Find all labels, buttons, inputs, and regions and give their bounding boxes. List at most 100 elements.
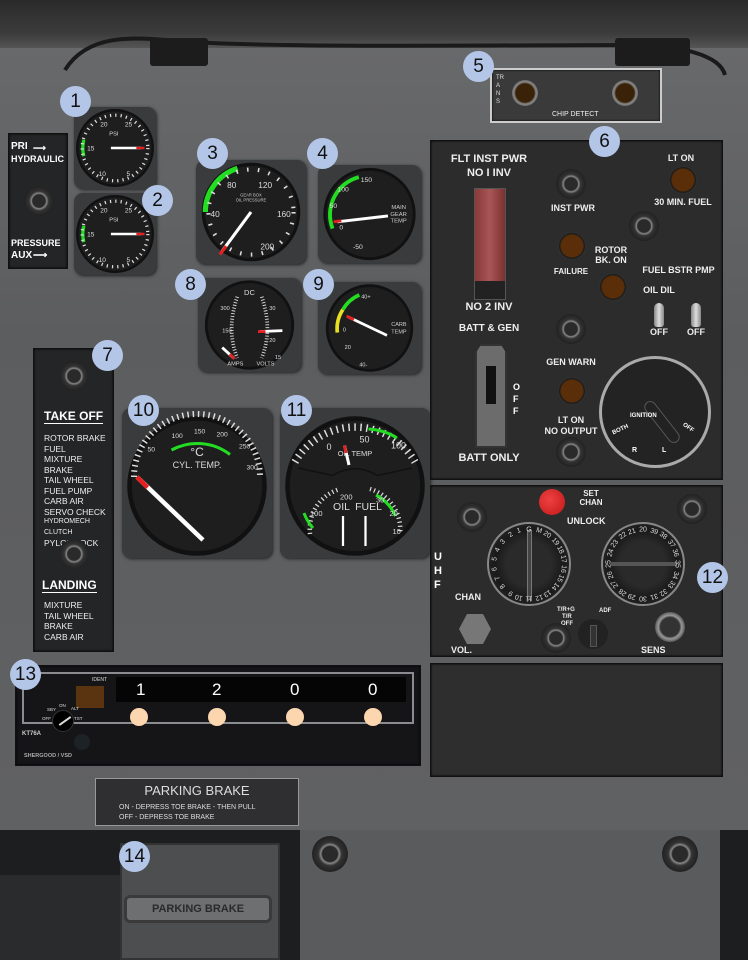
pressure-label: PRESSURE: [11, 238, 61, 248]
set-chan-label: SET CHAN: [579, 489, 603, 507]
takeoff-item: CARB AIR: [44, 496, 84, 506]
screw-icon: [556, 169, 586, 199]
lower-console: PARKING BRAKE: [0, 830, 748, 960]
screw-icon: [629, 211, 659, 241]
svg-text:0: 0: [327, 442, 332, 452]
adf-label: ADF: [599, 608, 612, 614]
dial-number: 5: [491, 556, 500, 562]
dial-number: 1: [516, 527, 523, 536]
chan-label: CHAN: [455, 592, 481, 602]
dial-number: 7: [494, 574, 503, 582]
fuel-boost-pump-toggle[interactable]: [654, 303, 664, 327]
screw-icon: [59, 361, 89, 391]
sens-knob[interactable]: [655, 612, 685, 642]
code-digit-4: 0: [368, 680, 378, 699]
marker-6: 6: [589, 126, 620, 157]
sens-label: SENS: [641, 645, 666, 655]
hydraulic-label: HYDRAULIC: [11, 154, 64, 164]
mode-selector-knob[interactable]: [52, 710, 74, 732]
marker-13: 13: [10, 659, 41, 690]
code-knob-2[interactable]: [208, 708, 226, 726]
mode-alt-label: ALT: [71, 706, 79, 711]
svg-text:160: 160: [277, 209, 291, 219]
chip-detect-label: CHIP DETECT: [552, 111, 599, 118]
code-knob-4[interactable]: [364, 708, 382, 726]
marker-2: 2: [142, 185, 173, 216]
transponder-kt76a: IDENT OFF SBY ON ALT TST 1 2 0 0 KT76A S…: [15, 665, 421, 766]
ignition-label: IGNITION: [630, 413, 657, 419]
ignition-key-lever[interactable]: [641, 398, 683, 446]
rotor-brake-lamp[interactable]: [599, 273, 627, 301]
volume-knob[interactable]: [459, 614, 491, 644]
unlock-label: UNLOCK: [567, 516, 606, 526]
svg-text:GEAR: GEAR: [390, 212, 407, 218]
takeoff-item: SERVO CHECK: [44, 506, 106, 517]
landing-item: TAIL WHEEL: [44, 610, 94, 621]
oil-dilution-toggle[interactable]: [691, 303, 701, 327]
hydraulic-selector-knob[interactable]: [24, 186, 54, 216]
marker-14: 14: [119, 841, 150, 872]
gen-warn-lamp[interactable]: [558, 377, 586, 405]
inverter-switch[interactable]: [475, 189, 505, 281]
dial-number: 32: [657, 586, 669, 597]
svg-text:20: 20: [100, 208, 108, 215]
marker-8: 8: [175, 269, 206, 300]
dial-number: 9: [507, 588, 515, 597]
mode-selector-switch[interactable]: [578, 619, 608, 649]
screw-icon: [457, 502, 487, 532]
ident-button[interactable]: [76, 686, 104, 708]
mode-sby-label: SBY: [47, 707, 57, 712]
svg-text:OIL PRESSURE: OIL PRESSURE: [236, 198, 267, 203]
dial-number: 13: [542, 587, 553, 598]
mode-tst-label: TST: [74, 716, 83, 721]
inverter-switch-slot: [474, 188, 506, 300]
code-knob-3[interactable]: [286, 708, 304, 726]
ignition-switch[interactable]: IGNITION BOTH R L OFF: [599, 356, 711, 468]
svg-text:10: 10: [99, 171, 107, 178]
chip-detect-panel: TRANS CHIP DETECT: [490, 68, 662, 123]
code-knob-1[interactable]: [130, 708, 148, 726]
parking-brake-handle[interactable]: PARKING BRAKE: [124, 895, 272, 923]
landing-item: CARB AIR: [44, 631, 84, 642]
dial-number: G: [526, 526, 532, 534]
marker-7: 7: [92, 340, 123, 371]
svg-text:150: 150: [194, 429, 206, 436]
svg-text:FUEL: FUEL: [355, 501, 382, 513]
dial-number: 23: [610, 538, 621, 550]
mode-off-label: OFF: [42, 716, 51, 721]
dial-number: 39: [648, 527, 659, 537]
svg-text:50: 50: [148, 447, 156, 454]
svg-text:10: 10: [99, 257, 107, 264]
chip-detect-button-2[interactable]: [612, 80, 638, 106]
marker-10: 10: [128, 395, 159, 426]
battery-switch[interactable]: [475, 344, 507, 448]
svg-text:30: 30: [376, 496, 384, 505]
chip-detect-button-1[interactable]: [512, 80, 538, 106]
svg-text:50: 50: [360, 435, 370, 445]
svg-text:150: 150: [222, 329, 231, 335]
svg-text:VOLTS: VOLTS: [256, 361, 274, 367]
takeoff-title: TAKE OFF: [44, 409, 104, 424]
fuel-30min-lamp[interactable]: [669, 166, 697, 194]
dial-number: 26: [606, 569, 616, 580]
ignition-l-label: L: [662, 447, 667, 454]
svg-text:GEAR BOX: GEAR BOX: [240, 192, 262, 197]
svg-text:5: 5: [126, 171, 130, 178]
dial-number: 28: [617, 586, 629, 597]
screw-icon: [541, 623, 571, 653]
dial-number: 21: [627, 527, 638, 537]
screw-icon: [59, 539, 89, 569]
ignition-both-label: BOTH: [611, 423, 630, 437]
marker-4: 4: [307, 138, 338, 169]
svg-text:100: 100: [391, 441, 406, 451]
set-chan-button[interactable]: [539, 489, 565, 515]
inst-pwr-failure-lamp[interactable]: [558, 232, 586, 260]
aux-label: AUX: [11, 250, 33, 261]
